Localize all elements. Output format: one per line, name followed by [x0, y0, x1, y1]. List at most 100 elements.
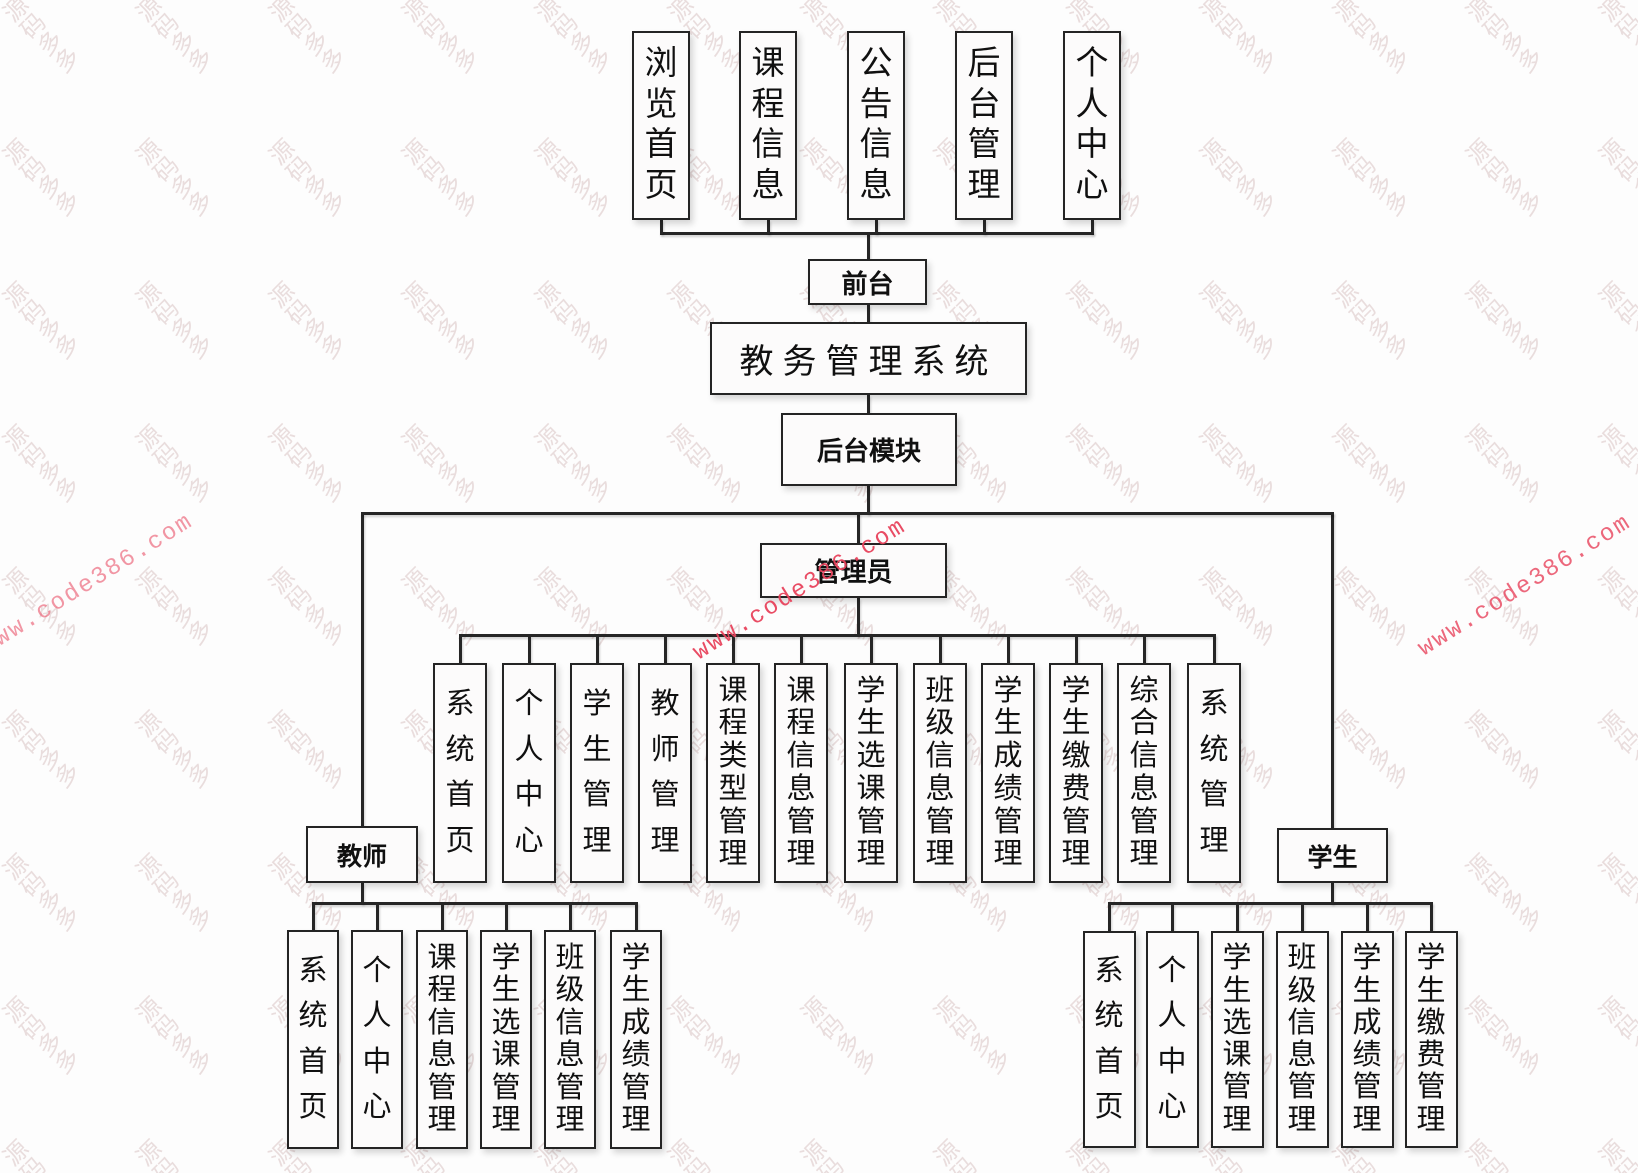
student-module-label-6: 学生缴费管理	[1416, 942, 1446, 1136]
connector-line	[1330, 883, 1334, 904]
system-root-node: 教务管理系统	[710, 322, 1027, 395]
admin-module-label-1: 系统首页	[445, 687, 475, 858]
connector-line	[311, 901, 638, 905]
student-module-box-3: 学生选课管理	[1210, 931, 1264, 1148]
student-module-label-4: 班级信息管理	[1287, 942, 1317, 1136]
connector-line	[1142, 636, 1146, 664]
student-module-box-4: 班级信息管理	[1275, 931, 1329, 1148]
teacher-module-box-2: 个人中心	[351, 930, 403, 1149]
connector-line	[1300, 904, 1304, 932]
admin-module-label-11: 综合信息管理	[1129, 674, 1159, 871]
student-module-label-2: 个人中心	[1157, 955, 1187, 1123]
teacher-module-box-1: 系统首页	[287, 930, 339, 1149]
admin-module-label-7: 学生选课管理	[856, 674, 886, 871]
connector-line	[866, 233, 870, 260]
teacher-module-box-6: 学生成绩管理	[610, 930, 662, 1149]
connector-line	[856, 598, 860, 636]
connector-line	[360, 511, 1334, 515]
connector-line	[360, 883, 364, 904]
admin-module-box-11: 综合信息管理	[1117, 663, 1171, 883]
admin-module-box-7: 学生选课管理	[844, 663, 898, 883]
admin-module-box-2: 个人中心	[502, 663, 556, 883]
student-module-box-1: 系统首页	[1082, 931, 1136, 1148]
admin-module-label-3: 学生管理	[582, 687, 612, 858]
connector-line	[938, 636, 942, 664]
student-role-label: 学生	[1307, 843, 1358, 872]
front-module-label-3: 公告信息	[859, 46, 893, 204]
connector-line	[527, 636, 531, 664]
connector-line	[1429, 904, 1433, 932]
connector-line	[1330, 513, 1334, 829]
admin-module-label-6: 课程信息管理	[786, 674, 816, 871]
student-module-box-6: 学生缴费管理	[1404, 931, 1458, 1148]
front-module-box-2: 课程信息	[739, 31, 797, 220]
front-module-label-4: 后台管理	[967, 46, 1001, 204]
connector-line	[1235, 904, 1239, 932]
teacher-module-label-5: 班级信息管理	[555, 941, 585, 1137]
front-module-label-1: 浏览首页	[644, 46, 678, 204]
teacher-module-label-1: 系统首页	[298, 954, 328, 1124]
student-module-box-5: 学生成绩管理	[1340, 931, 1394, 1148]
teacher-role-node: 教师	[306, 826, 418, 883]
connector-line	[458, 633, 1216, 637]
connector-line	[731, 636, 735, 664]
front-module-box-5: 个人中心	[1063, 31, 1121, 220]
connector-line	[866, 305, 870, 323]
admin-module-box-12: 系统管理	[1187, 663, 1241, 883]
admin-module-box-10: 学生缴费管理	[1049, 663, 1103, 883]
backend-node-label: 后台模块	[816, 436, 921, 466]
connector-line	[1212, 636, 1216, 664]
front-module-box-1: 浏览首页	[632, 31, 690, 220]
connector-line	[375, 904, 379, 931]
connector-line	[360, 513, 364, 827]
admin-module-box-5: 课程类型管理	[706, 663, 760, 883]
admin-module-box-3: 学生管理	[570, 663, 624, 883]
connector-line	[504, 904, 508, 931]
admin-module-box-9: 学生成绩管理	[981, 663, 1035, 883]
admin-module-label-10: 学生缴费管理	[1061, 674, 1091, 871]
connector-line	[1170, 904, 1174, 932]
admin-module-box-8: 班级信息管理	[913, 663, 967, 883]
connector-line	[659, 220, 663, 234]
front-module-box-4: 后台管理	[955, 31, 1013, 220]
connector-line	[568, 904, 572, 931]
admin-module-box-4: 教师管理	[638, 663, 692, 883]
front-module-label-2: 课程信息	[751, 46, 785, 204]
teacher-module-box-3: 课程信息管理	[416, 930, 468, 1149]
backend-node: 后台模块	[781, 413, 957, 486]
connector-line	[1006, 636, 1010, 664]
connector-line	[869, 636, 873, 664]
connector-line	[1107, 901, 1433, 905]
connector-line	[634, 904, 638, 931]
admin-module-box-6: 课程信息管理	[774, 663, 828, 883]
admin-module-label-5: 课程类型管理	[718, 674, 748, 871]
front-module-box-3: 公告信息	[847, 31, 905, 220]
connector-line	[311, 904, 315, 931]
connector-line	[440, 904, 444, 931]
connector-line	[595, 636, 599, 664]
connector-line	[856, 513, 860, 544]
student-module-label-1: 系统首页	[1094, 955, 1124, 1123]
connector-line	[766, 220, 770, 234]
student-role-node: 学生	[1277, 828, 1388, 883]
admin-module-box-1: 系统首页	[433, 663, 487, 883]
admin-module-label-8: 班级信息管理	[925, 674, 955, 871]
teacher-module-label-3: 课程信息管理	[427, 941, 457, 1137]
connector-line	[1107, 904, 1111, 932]
student-module-label-5: 学生成绩管理	[1352, 942, 1382, 1136]
admin-module-label-12: 系统管理	[1199, 687, 1229, 858]
teacher-module-box-4: 学生选课管理	[480, 930, 532, 1149]
admin-role-node: 管理员	[760, 543, 947, 598]
connector-line	[1074, 636, 1078, 664]
admin-role-label: 管理员	[814, 557, 893, 587]
connector-line	[866, 486, 870, 514]
connector-line	[663, 636, 667, 664]
teacher-role-label: 教师	[336, 842, 387, 871]
connector-line	[874, 220, 878, 234]
student-module-label-3: 学生选课管理	[1222, 942, 1252, 1136]
teacher-module-label-2: 个人中心	[362, 954, 392, 1124]
system-title: 教务管理系统	[739, 344, 998, 381]
